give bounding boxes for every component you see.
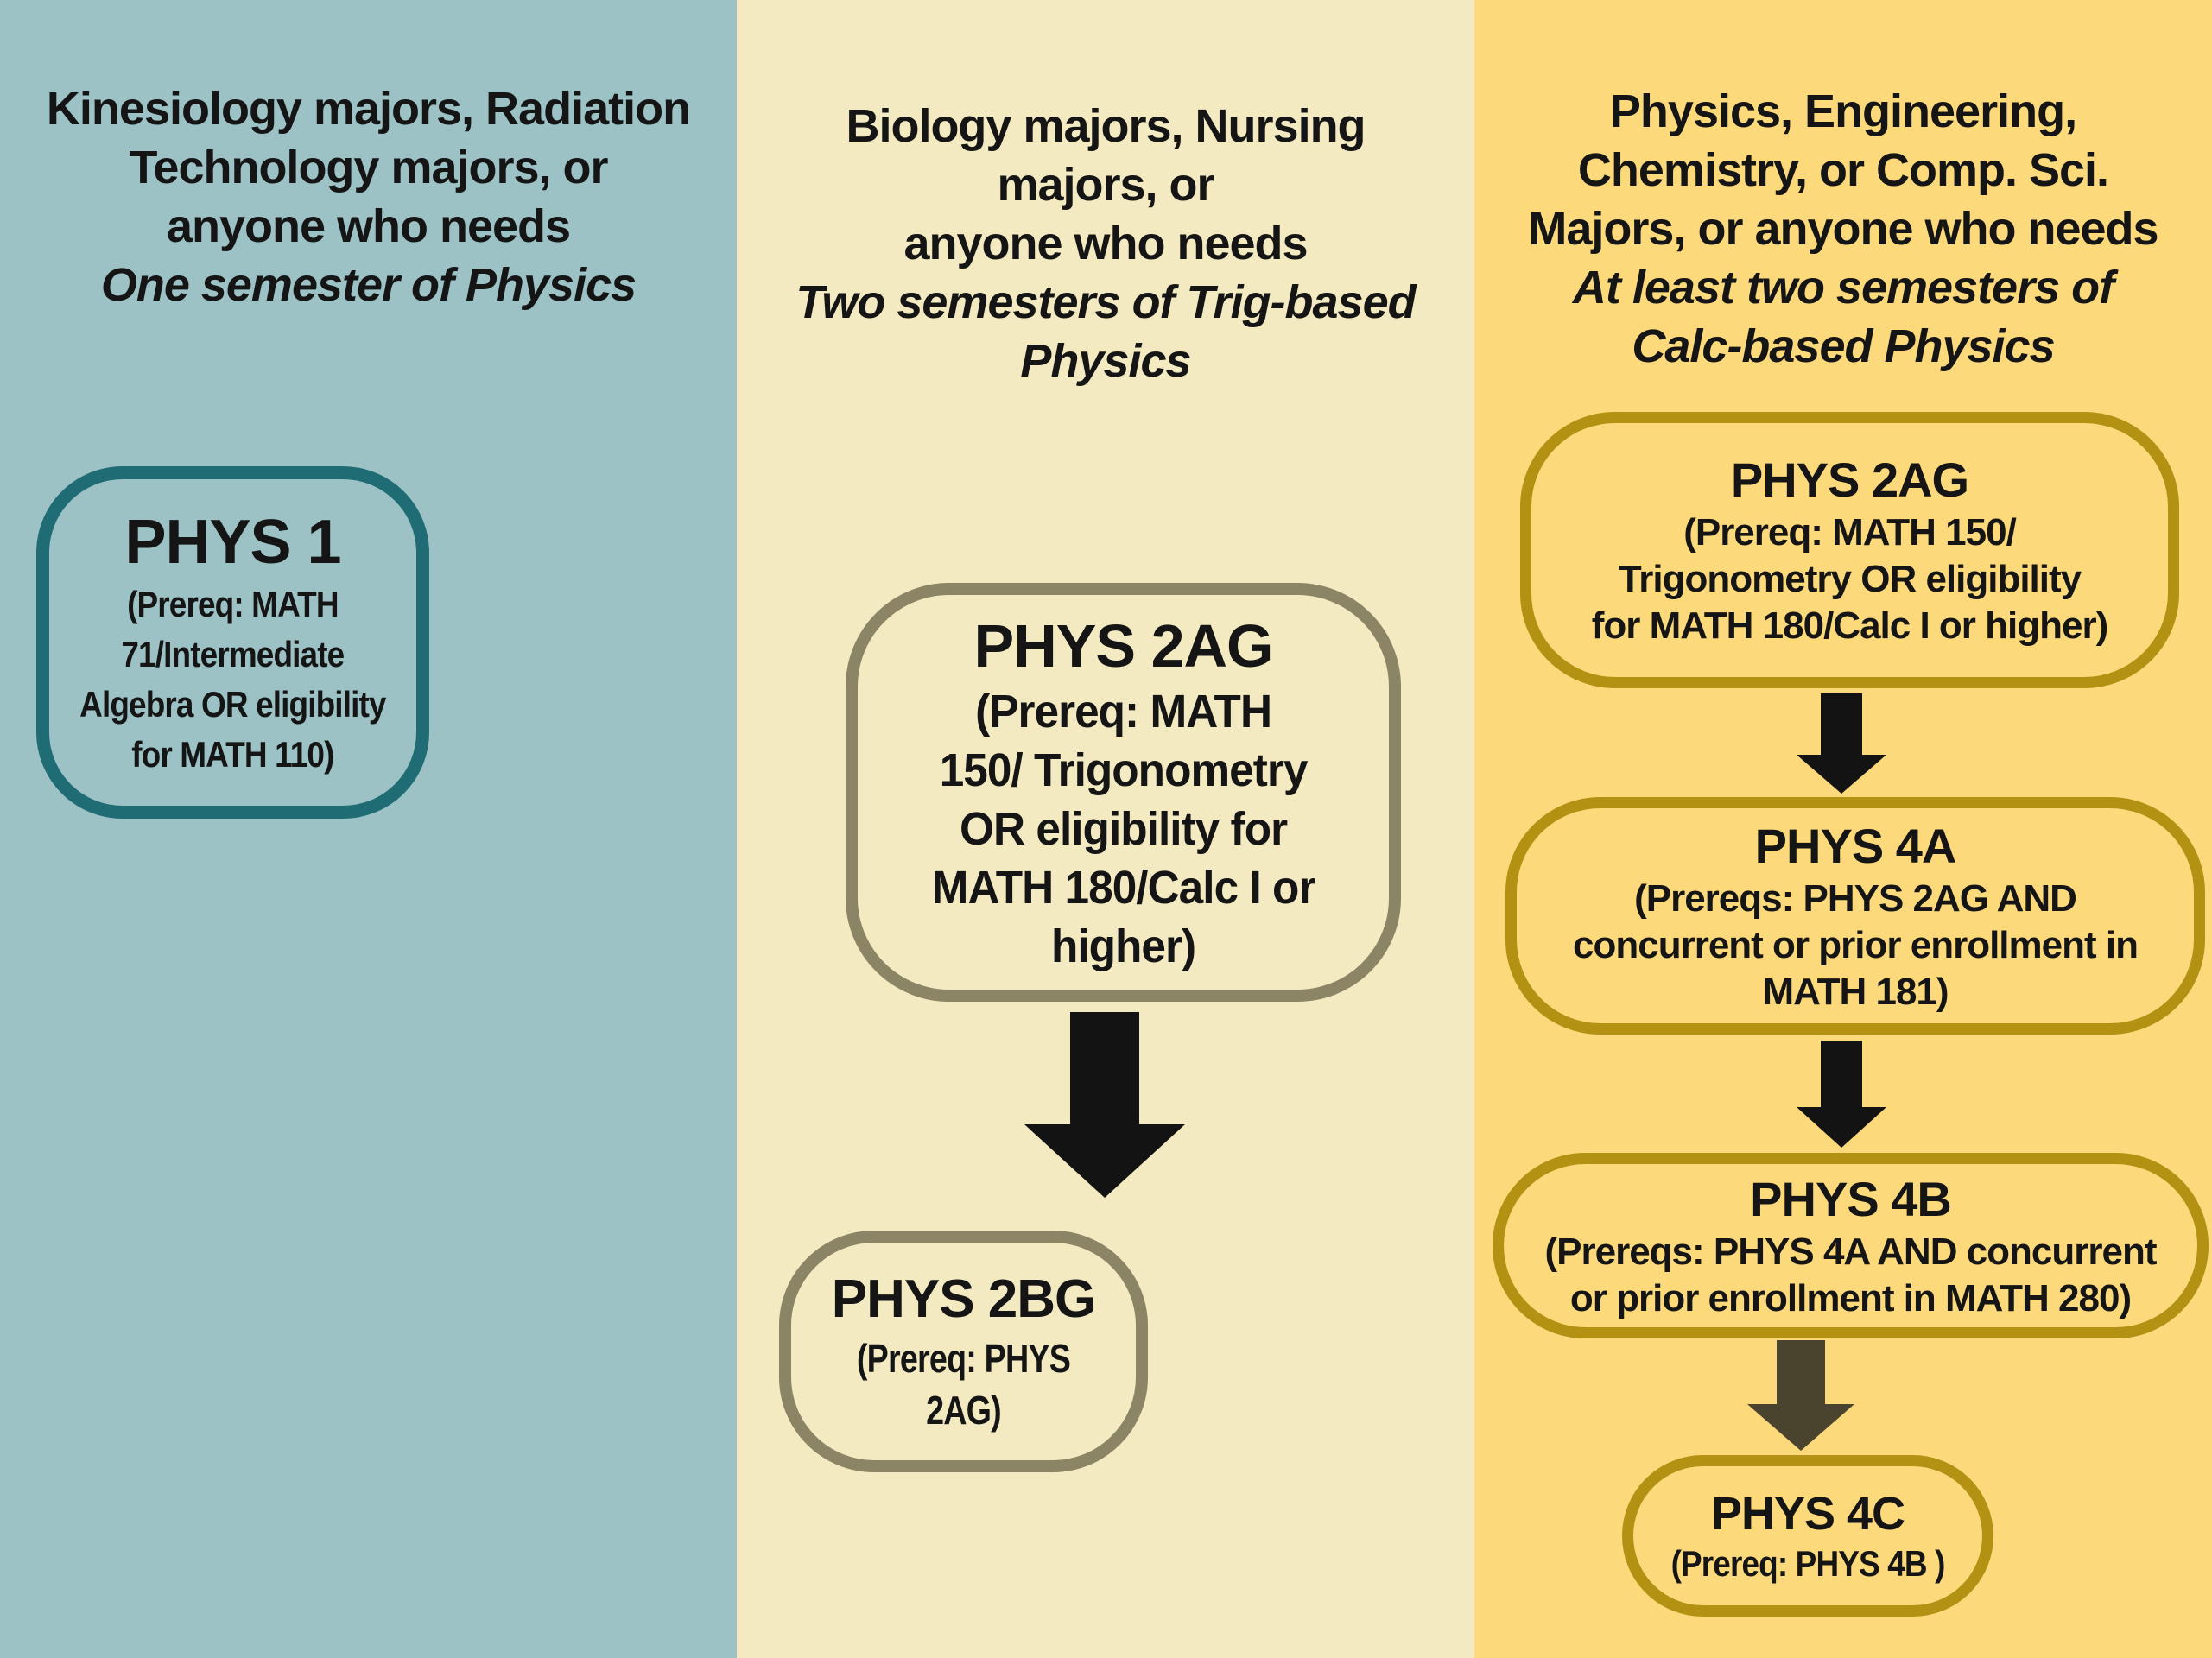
course-title: PHYS 2AG xyxy=(973,611,1274,680)
column-header: Physics, Engineering, Chemistry, or Comp… xyxy=(1474,82,2212,376)
arrow-down-icon xyxy=(1797,693,1886,794)
course-box-phys-4b: PHYS 4B (Prereqs: PHYS 4A AND concurrent… xyxy=(1493,1153,2209,1338)
course-title: PHYS 4B xyxy=(1750,1171,1952,1226)
column-calc-based: Physics, Engineering, Chemistry, or Comp… xyxy=(1474,0,2212,1658)
column-algebra-based: Kinesiology majors, Radiation Technology… xyxy=(0,0,737,1658)
column-trig-based: Biology majors, Nursing majors, or anyon… xyxy=(737,0,1474,1658)
course-prereq: (Prereq: MATH 150/ Trigonometry OR eligi… xyxy=(1591,511,2108,647)
course-box-phys-4c: PHYS 4C (Prereq: PHYS 4B ) xyxy=(1622,1455,1993,1617)
column-header: Kinesiology majors, Radiation Technology… xyxy=(0,79,737,314)
course-prereq: (Prereqs: PHYS 2AG AND concurrent or pri… xyxy=(1573,876,2139,1013)
column-header-audience: Biology majors, Nursing majors, or anyon… xyxy=(846,100,1366,269)
course-prereq: (Prereq: PHYS 2AG) xyxy=(856,1336,1071,1433)
course-title: PHYS 2AG xyxy=(1730,452,1969,507)
course-prereq: (Prereq: MATH 150/ Trigonometry OR eligi… xyxy=(931,685,1316,972)
column-header: Biology majors, Nursing majors, or anyon… xyxy=(737,97,1474,390)
course-title: PHYS 2BG xyxy=(831,1269,1097,1329)
arrow-down-icon xyxy=(1024,1012,1185,1198)
course-box-phys-2ag: PHYS 2AG (Prereq: MATH 150/ Trigonometry… xyxy=(1520,412,2179,688)
arrow-down-icon xyxy=(1747,1340,1854,1451)
course-prereq: (Prereq: MATH 71/Intermediate Algebra OR… xyxy=(79,584,386,775)
course-prereq: (Prereqs: PHYS 4A AND concurrent or prio… xyxy=(1544,1230,2157,1319)
course-title: PHYS 4C xyxy=(1710,1487,1905,1540)
course-title: PHYS 4A xyxy=(1754,818,1957,873)
arrow-down-icon xyxy=(1797,1041,1886,1148)
course-title: PHYS 1 xyxy=(124,508,341,577)
course-box-phys-4a: PHYS 4A (Prereqs: PHYS 2AG AND concurren… xyxy=(1505,797,2205,1035)
course-box-phys-2ag: PHYS 2AG (Prereq: MATH 150/ Trigonometry… xyxy=(846,583,1401,1002)
course-box-phys-2bg: PHYS 2BG (Prereq: PHYS 2AG) xyxy=(779,1231,1148,1472)
course-box-phys-1: PHYS 1 (Prereq: MATH 71/Intermediate Alg… xyxy=(36,466,429,819)
course-prereq: (Prereq: PHYS 4B ) xyxy=(1670,1542,1946,1584)
column-header-requirement: Two semesters of Trig-based Physics xyxy=(795,276,1416,387)
column-header-requirement: At least two semesters of Calc-based Phy… xyxy=(1572,262,2114,372)
column-header-audience: Kinesiology majors, Radiation Technology… xyxy=(46,83,691,252)
column-header-audience: Physics, Engineering, Chemistry, or Comp… xyxy=(1528,85,2158,255)
column-header-requirement: One semester of Physics xyxy=(100,259,637,311)
